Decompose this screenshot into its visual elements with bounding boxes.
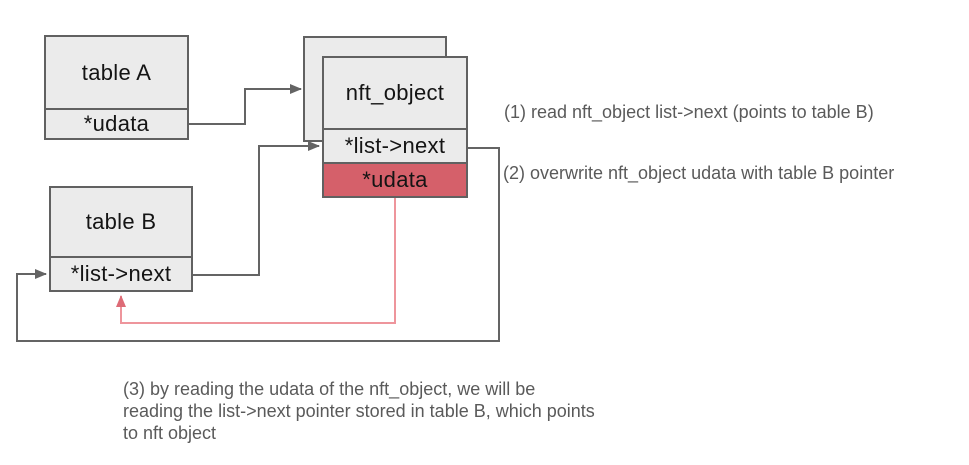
table-a-box: table A *udata <box>44 35 189 140</box>
arrow-table-a-udata-to-nft-object <box>189 84 302 125</box>
table-b-listnext-field: *list->next <box>51 256 191 290</box>
arrow-table-b-listnext-to-nft-object-listnext <box>193 141 320 276</box>
nft-object-box: nft_object *list->next *udata <box>322 56 468 198</box>
annotation-step-1: (1) read nft_object list->next (points t… <box>504 102 874 122</box>
table-b-box: table B *list->next <box>49 186 193 292</box>
table-a-udata-field: *udata <box>46 108 187 138</box>
nft-object-udata-field: *udata <box>324 162 466 196</box>
annotation-step-2: (2) overwrite nft_object udata with tabl… <box>503 163 895 183</box>
nft-object-listnext-field: *list->next <box>324 128 466 162</box>
table-a-title: table A <box>81 59 152 85</box>
nft-object-title: nft_object <box>345 80 445 105</box>
table-b-title: table B <box>85 209 157 234</box>
annotation-step-3: (3) by reading the udata of the nft_obje… <box>123 379 595 443</box>
